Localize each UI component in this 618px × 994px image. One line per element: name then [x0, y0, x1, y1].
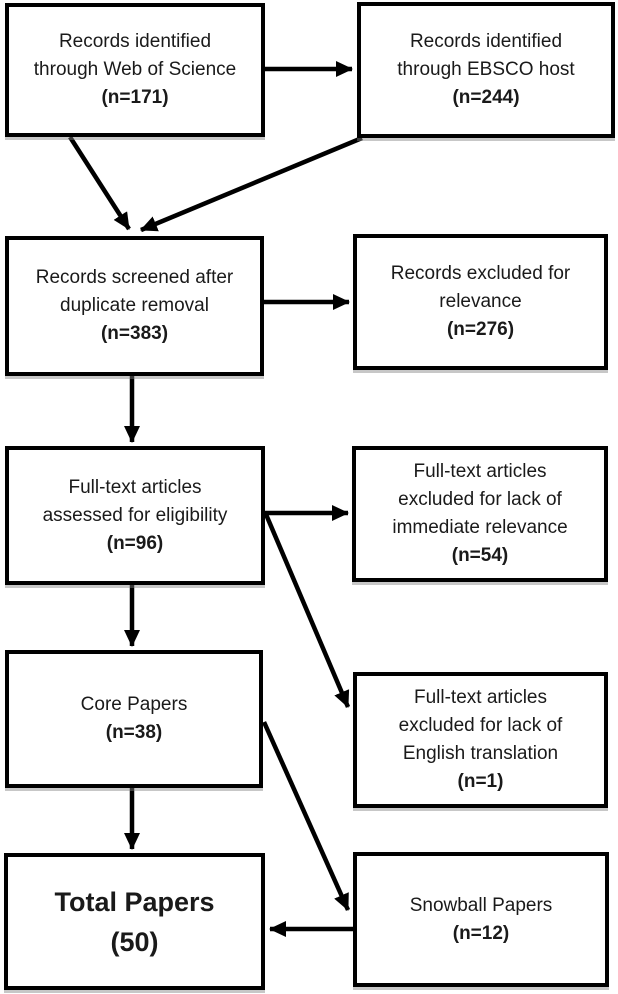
box-count: (n=96): [106, 532, 164, 554]
box-label: Snowball Papers: [409, 894, 553, 916]
box-fulltext-assessed: Full-text articles assessed for eligibil…: [5, 446, 265, 585]
arrow-ebsco-to-screened: [140, 135, 363, 233]
box-count: (n=244): [452, 87, 520, 108]
box-total-papers: Total Papers (50): [4, 853, 265, 990]
box-records-screened: Records screened after duplicate removal…: [5, 236, 264, 376]
arrow-wos-to-screened: [68, 135, 131, 231]
arrow-core-to-snowball: [261, 721, 351, 911]
box-count: (n=383): [100, 323, 169, 344]
box-count: (n=12): [452, 922, 510, 944]
box-snowball-papers: Snowball Papers (n=12): [353, 852, 609, 987]
box-count: (50): [110, 926, 159, 957]
arrow-fulltext-to-translation: [262, 511, 351, 708]
box-excluded-immediate-relevance: Full-text articles excluded for lack of …: [352, 446, 608, 582]
box-count: (n=171): [101, 87, 169, 108]
box-label: Total Papers: [54, 886, 215, 917]
box-label: Records screened after duplicate removal: [35, 267, 234, 316]
box-count: (n=38): [105, 722, 163, 743]
box-excluded-relevance: Records excluded for relevance (n=276): [353, 234, 608, 370]
box-label: Core Papers: [80, 694, 188, 715]
box-label: Records identified through EBSCO host: [397, 31, 575, 80]
box-label: Full-text articles excluded for lack of …: [398, 687, 563, 764]
box-count: (n=54): [451, 545, 509, 566]
box-excluded-english-translation: Full-text articles excluded for lack of …: [353, 672, 608, 808]
box-label: Full-text articles excluded for lack of …: [392, 461, 568, 538]
box-count: (n=276): [446, 319, 515, 340]
box-core-papers: Core Papers (n=38): [5, 650, 263, 788]
box-label: Records identified through Web of Scienc…: [33, 31, 237, 80]
box-count: (n=1): [457, 771, 504, 792]
box-label: Records excluded for relevance: [390, 263, 571, 312]
box-label: Full-text articles assessed for eligibil…: [42, 476, 228, 526]
box-records-web-of-science: Records identified through Web of Scienc…: [5, 3, 265, 137]
box-records-ebsco: Records identified through EBSCO host (n…: [357, 2, 615, 138]
